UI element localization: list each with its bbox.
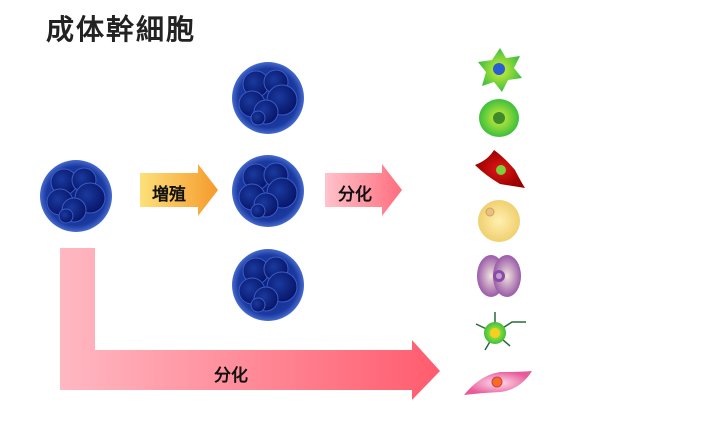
purple-cell-icon (477, 255, 521, 297)
green-round-cell-icon (479, 99, 519, 137)
proliferated-stem-cell-bottom (231, 248, 305, 322)
green-star-cell-icon (478, 48, 522, 92)
yellow-fat-cell-icon (478, 200, 520, 242)
page-title: 成体幹細胞 (46, 13, 197, 46)
differentiation-arrow-bottom (60, 248, 440, 400)
differentiation-label-top: 分化 (338, 185, 372, 205)
stem-cell (39, 159, 113, 233)
proliferated-stem-cell-top (231, 61, 305, 135)
differentiation-label-bottom: 分化 (214, 366, 248, 386)
proliferated-stem-cell-middle (231, 154, 305, 228)
differentiation-arrow-top (325, 164, 402, 216)
proliferation-arrow (140, 164, 218, 216)
neuron-cell-icon (475, 312, 526, 351)
pink-spindle-cell-icon (464, 371, 532, 395)
proliferation-label: 増殖 (152, 185, 186, 205)
red-muscle-cell-icon (475, 150, 525, 188)
